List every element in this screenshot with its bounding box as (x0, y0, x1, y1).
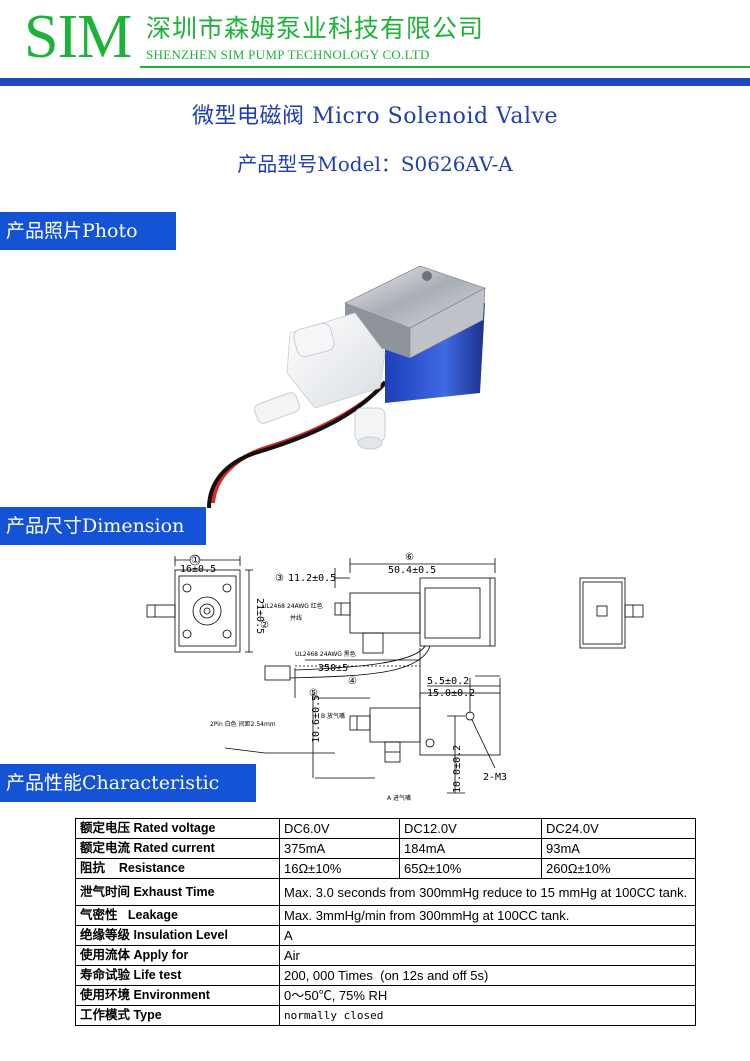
wire-black-note: UL2468 24AWG 黑色 (295, 650, 356, 658)
spec-row-life: 寿命试验 Life test 200, 000 Times (on 12s an… (75, 965, 696, 986)
spec-value: 260Ω±10% (541, 858, 696, 879)
product-model: 产品型号Model：S0626AV-A (237, 152, 513, 176)
port-b-note: B 放气嘴 (321, 712, 345, 720)
dim-port: 11.2±0.5 (288, 573, 336, 584)
section-photo-heading: 产品照片Photo (0, 212, 176, 250)
header-blue-rule (0, 78, 750, 86)
product-photo (207, 265, 486, 509)
dim-height: 21±0.5 (254, 598, 265, 634)
spec-label: 寿命试验 Life test (75, 965, 280, 986)
connector-note: 2Pin 白色 间距2.54mm (210, 720, 276, 728)
spec-row-type: 工作模式 Type normally closed (75, 1005, 696, 1026)
spec-row-leakage: 气密性 Leakage Max. 3mmHg/min from 300mmHg … (75, 905, 696, 926)
spec-value: 65Ω±10% (399, 858, 542, 879)
callout-5: ⑤ (309, 688, 318, 699)
spec-label: 绝缘等级 Insulation Level (75, 925, 280, 946)
spec-row-voltage: 额定电压 Rated voltage DC6.0V DC12.0V DC24.0… (75, 818, 696, 839)
spec-row-resistance: 阻抗 Resistance 16Ω±10% 65Ω±10% 260Ω±10% (75, 858, 696, 879)
header-green-rule (140, 66, 750, 68)
spec-table: 额定电压 Rated voltage DC6.0V DC12.0V DC24.0… (75, 818, 696, 1026)
spec-label: 使用流体 Apply for (75, 945, 280, 966)
callout-4: ④ (348, 676, 357, 687)
spec-row-current: 额定电流 Rated current 375mA 184mA 93mA (75, 838, 696, 859)
spec-row-apply: 使用流体 Apply for Air (75, 945, 696, 966)
spec-value: DC6.0V (279, 818, 400, 839)
spec-value: 0～50℃, 75% RH (279, 985, 696, 1006)
spec-value: Air (279, 945, 696, 966)
spec-label: 工作模式 Type (75, 1005, 280, 1026)
dim-bottom-height: 10.6±0.5 (311, 695, 322, 743)
company-logo: SIM (24, 3, 132, 71)
dim-hole-vertical: 10.0±0.2 (452, 745, 463, 793)
spec-row-environment: 使用环境 Environment 0～50℃, 75% RH (75, 985, 696, 1006)
spec-row-insulation: 绝缘等级 Insulation Level A (75, 925, 696, 946)
dimension-drawing: ① 16±0.5 21±0.5 ⑥ 50.4±0.5 ③ 11.2±0.5 ② … (146, 552, 644, 802)
spec-value: 16Ω±10% (279, 858, 400, 879)
company-name-en: SHENZHEN SIM PUMP TECHNOLOGY CO.LTD (146, 47, 430, 62)
spec-value: DC12.0V (399, 818, 542, 839)
spec-value: 184mA (399, 838, 542, 859)
company-name-cn: 深圳市森姆泵业科技有限公司 (146, 14, 485, 43)
spec-value: Max. 3mmHg/min from 300mmHg at 100CC tan… (279, 905, 696, 926)
spec-label: 阻抗 Resistance (75, 858, 280, 879)
product-title: 微型电磁阀 Micro Solenoid Valve (192, 104, 558, 129)
spec-label: 额定电流 Rated current (75, 838, 280, 859)
callout-1: ① (191, 555, 200, 566)
spec-value: 93mA (541, 838, 696, 859)
spec-label: 气密性 Leakage (75, 905, 280, 926)
section-characteristic-heading: 产品性能Characteristic (0, 764, 256, 802)
spec-value: 200, 000 Times (on 12s and off 5s) (279, 965, 696, 986)
callout-2: ② (260, 620, 269, 631)
thread-callout: 2-M3 (483, 772, 507, 783)
spec-value: A (279, 925, 696, 946)
wire-join-note: 并线 (290, 614, 302, 622)
spec-label: 使用环境 Environment (75, 985, 280, 1006)
spec-value: normally closed (279, 1005, 696, 1026)
dim-width: 16±0.5 (180, 564, 216, 575)
spec-value: DC24.0V (541, 818, 696, 839)
spec-row-exhaust: 泄气时间 Exhaust Time Max. 3.0 seconds from … (75, 878, 696, 906)
dim-hole-spacing: 15.0±0.2 (427, 688, 475, 699)
dim-wire: 350±5 (318, 663, 348, 674)
spec-value: 375mA (279, 838, 400, 859)
dim-offset: 5.5±0.2 (427, 676, 469, 687)
callout-6: ⑥ (405, 552, 414, 563)
callout-3: ③ (275, 573, 284, 584)
spec-label: 额定电压 Rated voltage (75, 818, 280, 839)
port-a-note: A 进气嘴 (387, 794, 411, 802)
spec-label: 泄气时间 Exhaust Time (75, 878, 280, 906)
dim-length: 50.4±0.5 (388, 565, 436, 576)
wire-red-note: UL2468 24AWG 红色 (262, 602, 323, 610)
spec-value: Max. 3.0 seconds from 300mmHg reduce to … (279, 878, 696, 906)
section-dimension-heading: 产品尺寸Dimension (0, 507, 206, 545)
